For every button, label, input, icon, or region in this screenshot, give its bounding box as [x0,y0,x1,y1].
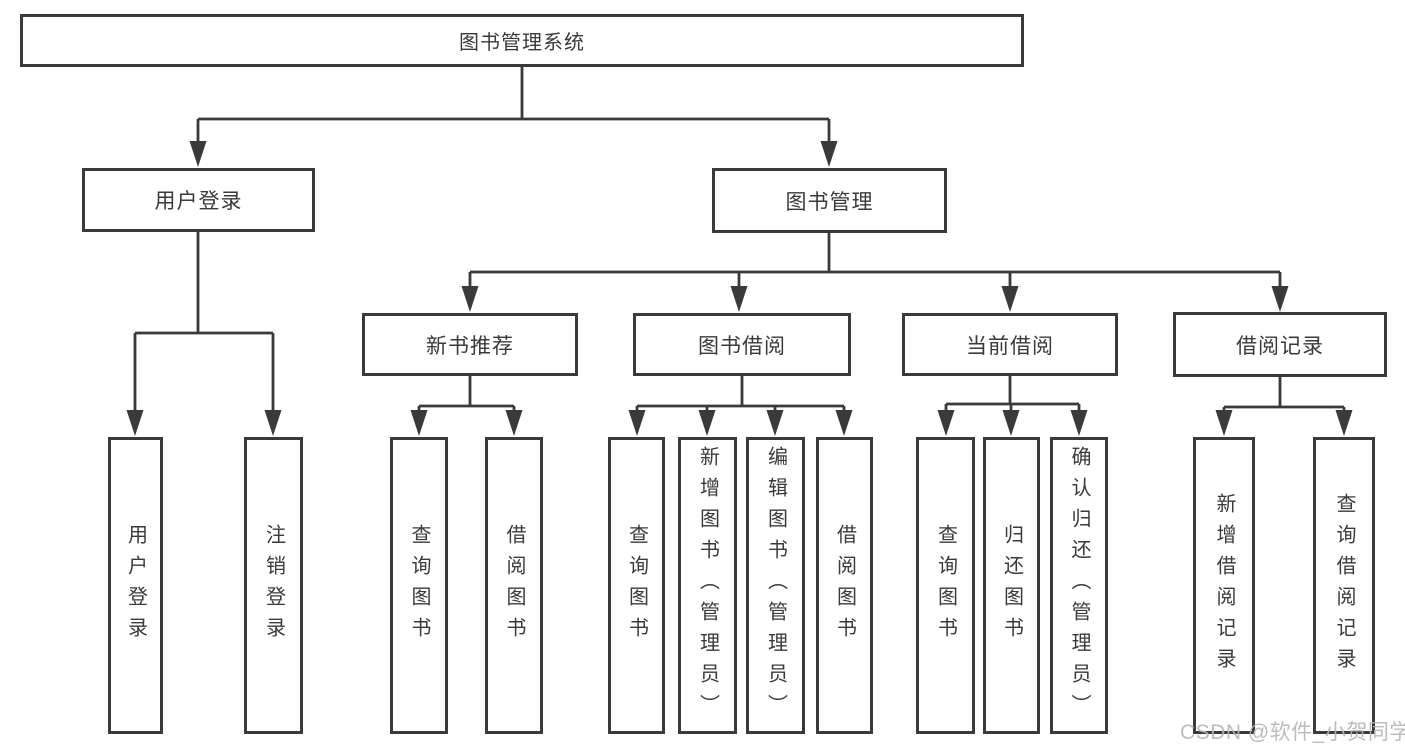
leaf-label: 注销登录 [262,523,285,648]
leaf-query-books-borrow: 查询图书 [608,437,665,734]
leaf-label: 查询图书 [934,523,957,648]
node-label: 图书管理系统 [459,32,585,54]
node-label: 借阅记录 [1236,334,1324,358]
leaf-label: 新增图书（管理员） [696,446,719,725]
leaf-user-login: 用户登录 [108,437,163,734]
node-borrow-records: 借阅记录 [1173,312,1387,377]
node-book-borrow: 图书借阅 [633,313,851,376]
leaf-label: 新增借阅记录 [1213,492,1235,679]
csdn-watermark: CSDN @软件_小贺同学 [1180,721,1405,744]
leaf-label: 编辑图书（管理员） [764,446,787,725]
node-label: 新书推荐 [426,334,514,358]
leaf-add-books-admin: 新增图书（管理员） [678,437,737,734]
leaf-label: 查询图书 [625,523,648,648]
leaf-query-books-current: 查询图书 [916,437,975,734]
node-label: 图书借阅 [698,334,786,358]
node-label: 用户登录 [154,190,243,213]
node-user-login: 用户登录 [82,168,315,232]
node-book-management: 图书管理 [712,168,947,233]
node-current-borrow: 当前借阅 [902,313,1118,376]
leaf-label: 借阅图书 [833,523,856,648]
leaf-return-books: 归还图书 [983,437,1040,734]
leaf-label: 查询借阅记录 [1333,492,1355,679]
leaf-label: 查询图书 [408,523,430,648]
leaf-add-borrow-record: 新增借阅记录 [1193,437,1255,734]
leaf-query-borrow-record: 查询借阅记录 [1313,437,1375,734]
leaf-borrow-books-recommend: 借阅图书 [485,437,543,734]
node-label: 当前借阅 [966,334,1054,358]
leaf-query-books-recommend: 查询图书 [390,437,448,734]
node-new-book-recommend: 新书推荐 [362,313,578,376]
node-library-management-system: 图书管理系统 [20,14,1024,67]
leaf-edit-books-admin: 编辑图书（管理员） [746,437,805,734]
leaf-borrow-books: 借阅图书 [816,437,873,734]
leaf-label: 借阅图书 [503,523,525,648]
leaf-label: 确认归还（管理员） [1068,446,1090,725]
leaf-logout: 注销登录 [244,437,303,734]
leaf-label: 用户登录 [124,523,147,648]
leaf-confirm-return-admin: 确认归还（管理员） [1050,437,1108,734]
node-label: 图书管理 [785,190,874,214]
leaf-label: 归还图书 [1000,523,1023,648]
